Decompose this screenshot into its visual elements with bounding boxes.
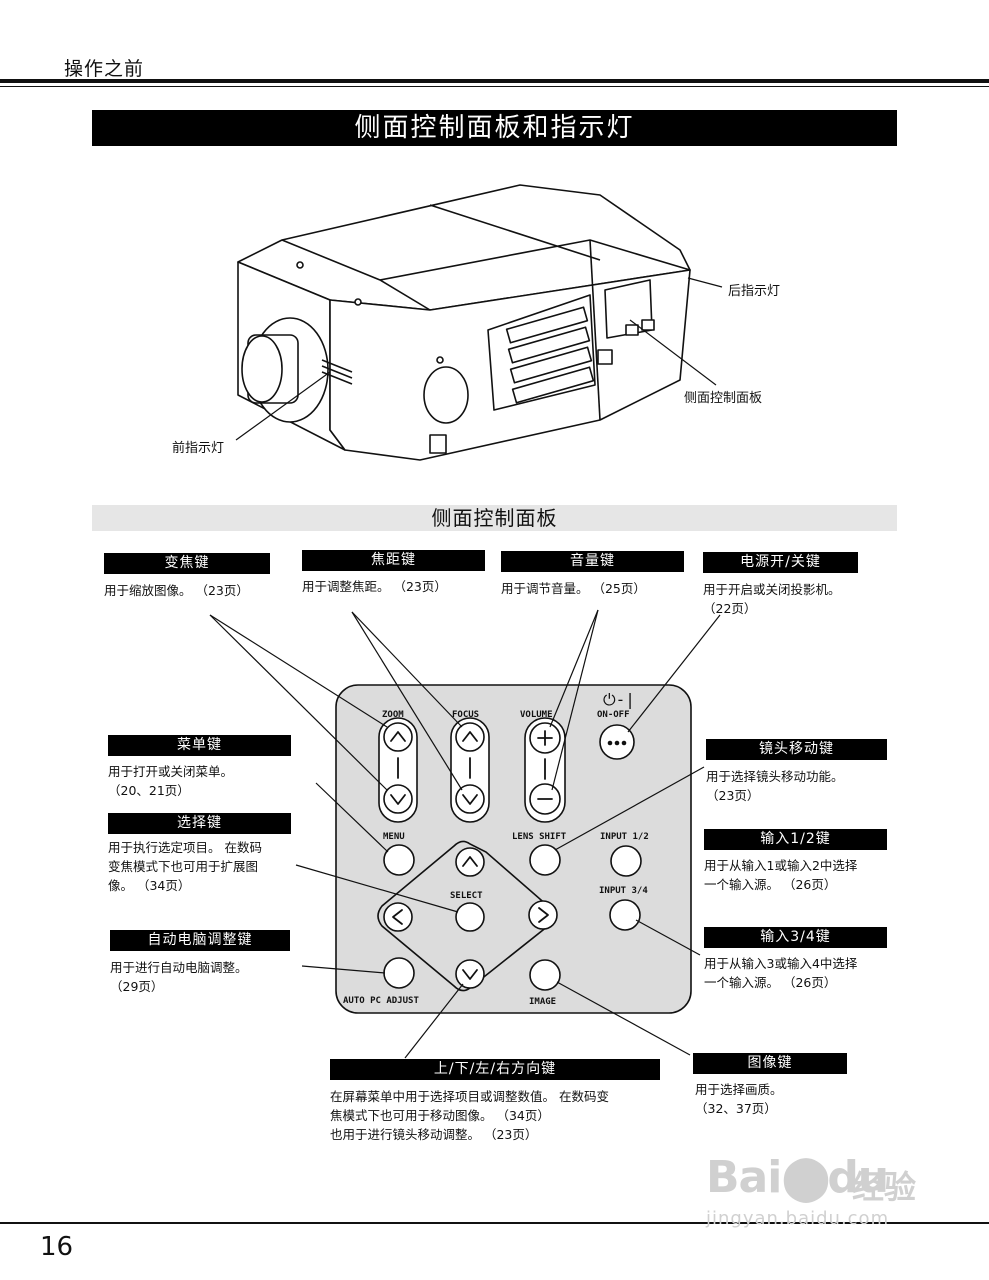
- auto-pc-key-desc: 用于进行自动电脑调整。 （29页）: [110, 960, 248, 994]
- watermark-brand2: du: [827, 1152, 889, 1203]
- footer-rule: [0, 1222, 989, 1224]
- menu-panel-label: MENU: [383, 832, 405, 842]
- right-arrow-button: [528, 900, 558, 930]
- input12-key-label: 输入1/2键: [704, 829, 887, 850]
- power-symbol-icon: ⏻-|: [603, 690, 635, 709]
- input34-button: [609, 899, 641, 931]
- power-key-desc: 用于开启或关闭投影机。 （22页）: [703, 582, 841, 616]
- image-panel-label: IMAGE: [529, 997, 556, 1007]
- select-key-desc: 用于执行选定项目。 在数码 变焦模式下也可用于扩展图 像。 （34页）: [108, 840, 262, 893]
- chevron-up-icon: [462, 731, 478, 742]
- menu-button: [383, 844, 415, 876]
- on-off-panel-label: ON-OFF: [597, 710, 630, 720]
- arrow-keys-desc: 在屏幕菜单中用于选择项目或调整数值。 在数码变 焦模式下也可用于移动图像。 （3…: [330, 1089, 609, 1142]
- lens-shift-key-desc: 用于选择镜头移动功能。 （23页）: [706, 769, 844, 803]
- zoom-panel-label: ZOOM: [382, 710, 404, 720]
- focus-panel-label: FOCUS: [452, 710, 479, 720]
- chevron-down-icon: [390, 794, 406, 805]
- input34-key-desc: 用于从输入3或输入4中选择 一个输入源。 （26页）: [704, 956, 858, 990]
- down-arrow-button: [455, 959, 485, 989]
- menu-key-desc: 用于打开或关闭菜单。 （20、21页）: [108, 764, 234, 798]
- auto-pc-panel-label: AUTO PC ADJUST: [343, 996, 419, 1006]
- watermark: Bai⬤du 经验 jingyan.baidu.com: [706, 1130, 946, 1250]
- rear-indicator-label: 后指示灯: [728, 284, 781, 299]
- image-key-desc: 用于选择画质。 （32、37页）: [695, 1082, 783, 1116]
- left-arrow-button: [383, 902, 413, 932]
- auto-pc-button: [383, 957, 415, 989]
- focus-up-button: [455, 722, 485, 752]
- auto-pc-key-label: 自动电脑调整键: [110, 930, 290, 951]
- lens-shift-button: [529, 844, 561, 876]
- section-header: 操作之前: [64, 58, 145, 80]
- input34-panel-label: INPUT 3/4: [599, 886, 648, 896]
- header-rule-thin: [0, 86, 989, 87]
- focus-down-button: [455, 784, 485, 814]
- arrow-keys-label: 上/下/左/右方向键: [330, 1059, 660, 1080]
- chevron-up-icon: [390, 731, 406, 742]
- lens-shift-key-label: 镜头移动键: [706, 739, 887, 760]
- chevron-up-icon: [462, 856, 478, 867]
- chevron-left-icon: [392, 909, 403, 925]
- power-key-label: 电源开/关键: [703, 552, 858, 573]
- zoom-key-label: 变焦键: [104, 553, 270, 574]
- input12-button: [610, 845, 642, 877]
- focus-key-desc: 用于调整焦距。 （23页）: [302, 579, 447, 594]
- chevron-right-icon: [538, 907, 549, 923]
- chevron-down-icon: [462, 794, 478, 805]
- input12-key-desc: 用于从输入1或输入2中选择 一个输入源。 （26页）: [704, 858, 858, 892]
- volume-key-desc: 用于调节音量。 （25页）: [501, 581, 646, 596]
- watermark-brand: Bai: [706, 1152, 782, 1203]
- lens-shift-panel-label: LENS SHIFT: [512, 832, 567, 842]
- select-button: [455, 902, 485, 932]
- front-indicator-label: 前指示灯: [172, 441, 225, 456]
- select-panel-label: SELECT: [450, 891, 483, 901]
- watermark-paw-icon: ⬤: [781, 1152, 830, 1203]
- volume-panel-label: VOLUME: [520, 710, 553, 720]
- chevron-down-icon: [462, 969, 478, 980]
- focus-key-label: 焦距键: [302, 550, 485, 571]
- menu-key-label: 菜单键: [108, 735, 291, 756]
- input34-key-label: 输入3/4键: [704, 927, 887, 948]
- header-rule: [0, 79, 989, 83]
- select-key-label: 选择键: [108, 813, 291, 834]
- panel-subtitle: 侧面控制面板: [92, 505, 897, 531]
- page-title: 侧面控制面板和指示灯: [92, 110, 897, 146]
- plus-icon: [537, 730, 553, 746]
- volume-key-label: 音量键: [501, 551, 684, 572]
- zoom-down-button: [383, 784, 413, 814]
- image-button: [529, 959, 561, 991]
- page-number: 16: [40, 1232, 74, 1262]
- watermark-url: jingyan.baidu.com: [706, 1208, 890, 1229]
- input12-panel-label: INPUT 1/2: [600, 832, 649, 842]
- zoom-key-desc: 用于缩放图像。 （23页）: [104, 583, 249, 598]
- projector-illustration: [235, 184, 723, 461]
- up-arrow-button: [455, 847, 485, 877]
- power-dots-icon: [607, 740, 613, 746]
- image-key-label: 图像键: [693, 1053, 847, 1074]
- side-panel-label: 侧面控制面板: [684, 391, 763, 406]
- watermark-cn: 经验: [852, 1168, 917, 1206]
- zoom-up-button: [383, 722, 413, 752]
